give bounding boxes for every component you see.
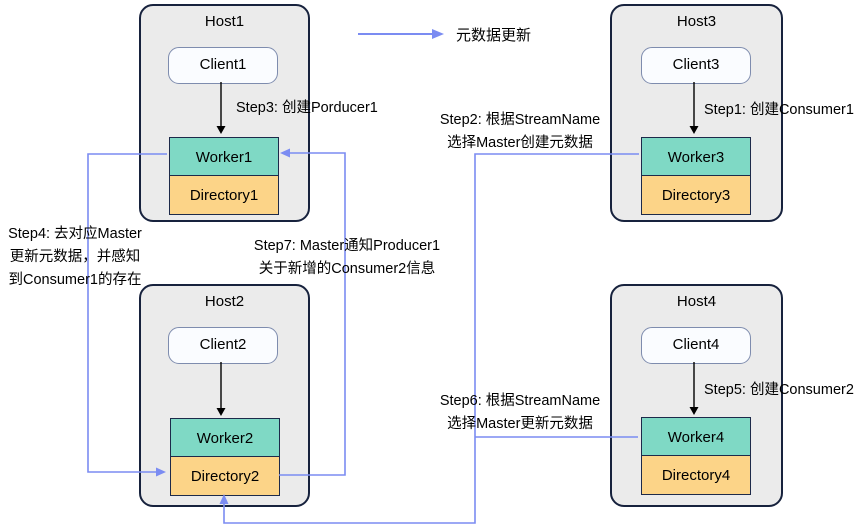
legend-arrow bbox=[358, 29, 444, 39]
host4-worker-box: Worker4 bbox=[641, 417, 751, 456]
step5-label: Step5: 创建Consumer2 bbox=[704, 382, 854, 398]
host2-title: Host2 bbox=[204, 293, 245, 310]
host4-client-box: Client4 bbox=[641, 327, 751, 364]
host1-directory-box: Directory1 bbox=[169, 176, 279, 215]
host2-directory-box: Directory2 bbox=[170, 457, 280, 496]
host3-client-box: Client3 bbox=[641, 47, 751, 84]
host3-directory-box: Directory3 bbox=[641, 176, 751, 215]
host2-container: Host2 Client2 Worker2 Directory2 bbox=[139, 284, 310, 507]
host1-worker-box: Worker1 bbox=[169, 137, 279, 176]
step7-label: Step7: Master通知Producer1 关于新增的Consumer2信… bbox=[253, 238, 441, 277]
step3-label: Step3: 创建Porducer1 bbox=[236, 100, 378, 116]
host3-title: Host3 bbox=[676, 13, 717, 30]
legend-label: 元数据更新 bbox=[456, 27, 532, 44]
host1-client-box: Client1 bbox=[168, 47, 278, 84]
host3-worker-box: Worker3 bbox=[641, 137, 751, 176]
host4-title: Host4 bbox=[676, 293, 717, 310]
step4-label: Step4: 去对应Master 更新元数据，并感知 到Consumer1的存在 bbox=[8, 226, 142, 288]
host2-worker-box: Worker2 bbox=[170, 418, 280, 457]
step6-label: Step6: 根据StreamName 选择Master更新元数据 bbox=[439, 393, 601, 432]
host4-directory-box: Directory4 bbox=[641, 456, 751, 495]
legend-arrowhead-icon bbox=[432, 29, 444, 39]
host2-client-box: Client2 bbox=[168, 327, 278, 364]
step1-label: Step1: 创建Consumer1 bbox=[704, 102, 854, 118]
host1-title: Host1 bbox=[204, 13, 245, 30]
step2-label: Step2: 根据StreamName 选择Master创建元数据 bbox=[439, 112, 601, 151]
